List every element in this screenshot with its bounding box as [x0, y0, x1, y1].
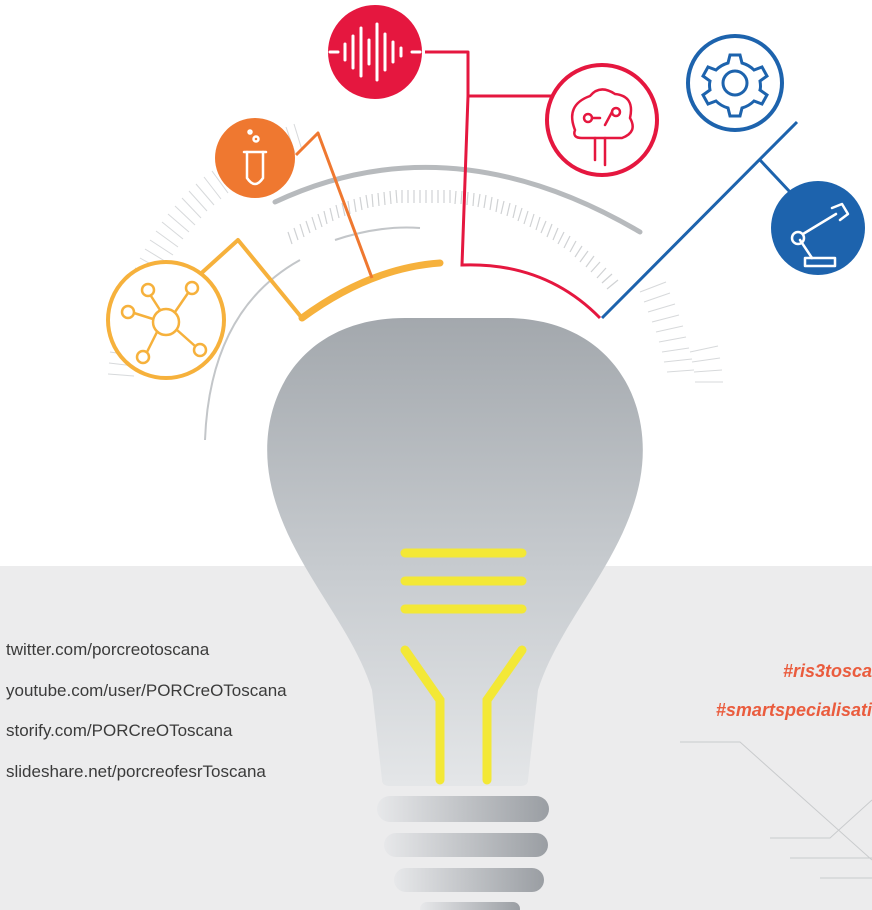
arc-top-grey [272, 164, 643, 235]
hatch-arc-inner [287, 189, 619, 290]
connector-blue-2 [758, 158, 792, 194]
molecule-icon [106, 260, 226, 380]
connector-red [425, 50, 557, 112]
slideshare-link[interactable]: slideshare.net/porcreofesrToscana [6, 762, 266, 781]
brain-circuit-icon [545, 63, 659, 177]
hashtag-smartspecialisation: #smartspecialisati [715, 700, 872, 720]
arc-thin-grey [204, 259, 301, 441]
twitter-link[interactable]: twitter.com/porcreotoscana [6, 640, 210, 659]
storify-link[interactable]: storify.com/PORCreOToscana [6, 721, 233, 740]
arc-red [460, 95, 602, 320]
gear-icon [686, 34, 784, 132]
connector-yellow [194, 238, 304, 320]
arc-yellow [298, 259, 444, 322]
filament [400, 548, 527, 785]
arc-thin-grey-2 [334, 226, 421, 241]
hatch-arc-right [639, 281, 723, 383]
hashtag-ris3toscana: #ris3tosca [782, 661, 872, 681]
bulb-base [377, 796, 549, 910]
connector-blue [600, 120, 799, 320]
circuit-lines [680, 741, 872, 879]
sound-wave-icon [328, 5, 422, 99]
youtube-link[interactable]: youtube.com/user/PORCreOToscana [6, 681, 287, 700]
robot-arm-icon [771, 181, 865, 275]
test-tube-icon [215, 118, 295, 198]
connector-orange [294, 131, 374, 279]
